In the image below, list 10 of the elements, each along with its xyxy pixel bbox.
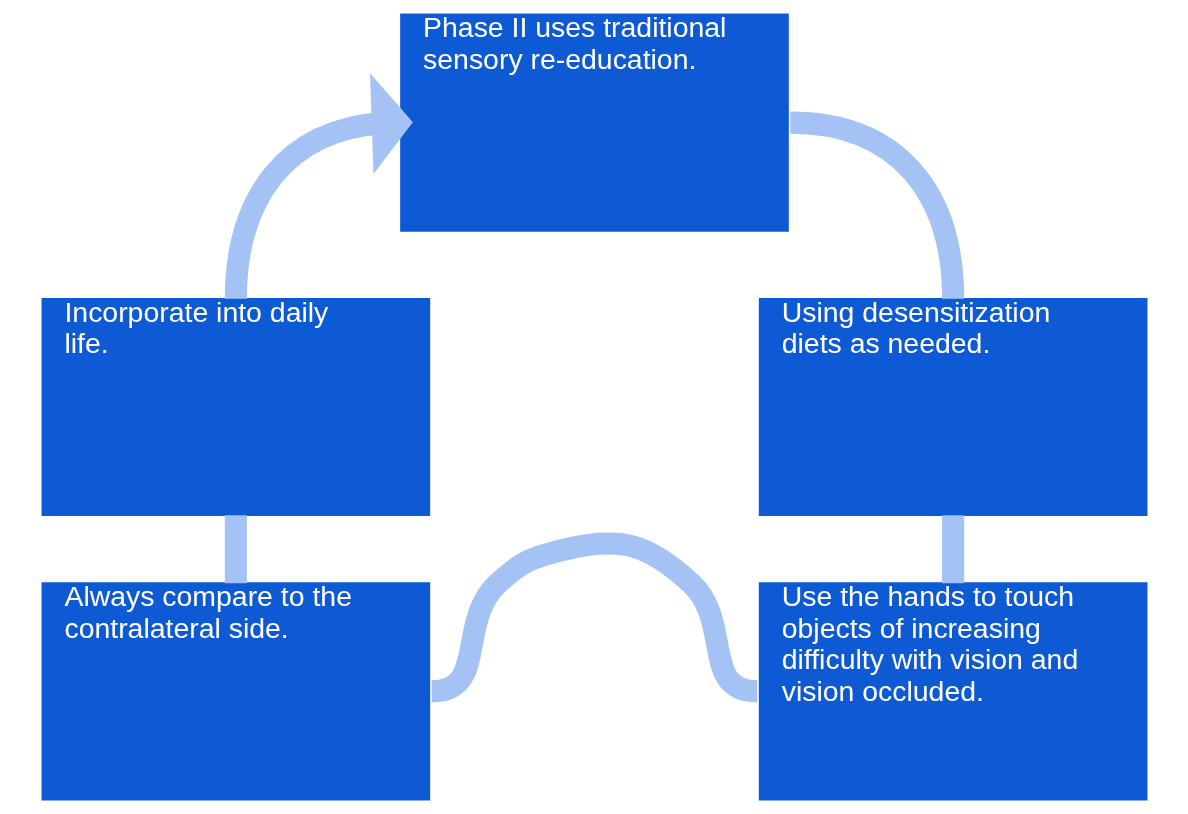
connector <box>430 532 758 703</box>
node-box: Phase II uses traditional sensory re-education. <box>399 13 789 232</box>
node-box: Using desensitization diets as needed. <box>758 298 1147 516</box>
connector <box>224 515 247 584</box>
node-box: Incorporate into daily life. <box>41 298 430 516</box>
connector <box>941 515 964 584</box>
connector <box>789 111 964 300</box>
node-box: Always compare to the contralateral side. <box>41 582 430 801</box>
node-box: Use the hands to touch objects of increasing difficulty with vision and vision occluded. <box>758 582 1147 801</box>
arrow <box>224 73 413 300</box>
